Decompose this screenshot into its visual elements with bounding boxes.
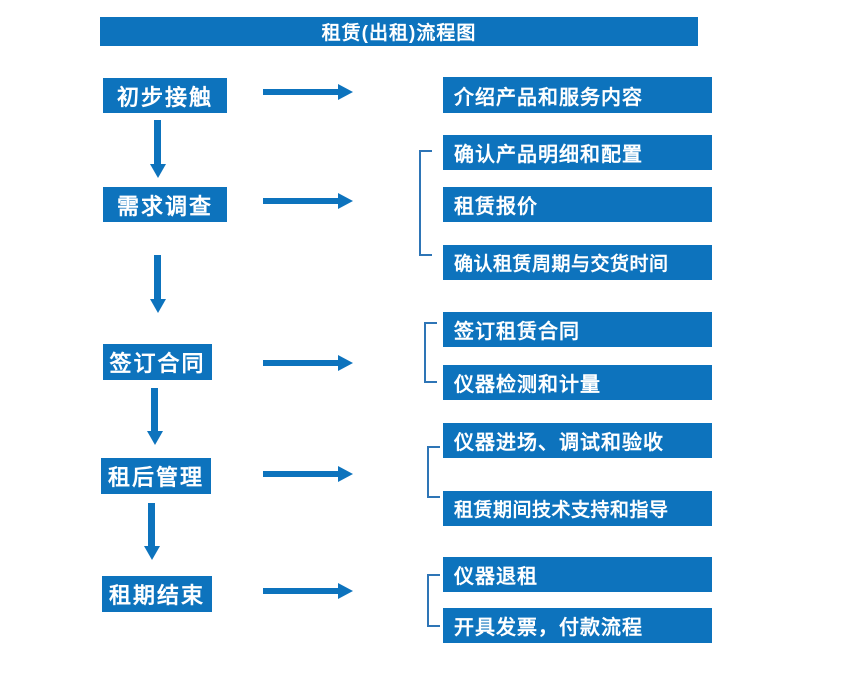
arrow-right-icon <box>263 583 353 599</box>
detail-box-invoice-payment-process: 开具发票，付款流程 <box>443 608 712 643</box>
detail-box-instrument-testing-metering: 仪器检测和计量 <box>443 365 712 400</box>
arrow-down-icon <box>150 120 166 178</box>
arrow-right-icon <box>263 466 353 482</box>
step-box-rental-end: 租期结束 <box>102 576 212 612</box>
step-box-demand-survey: 需求调查 <box>103 187 227 222</box>
arrow-down-icon <box>150 255 166 313</box>
group-bracket <box>427 446 440 498</box>
detail-box-rental-quotation: 租赁报价 <box>443 187 712 222</box>
detail-box-introduce-products-services: 介绍产品和服务内容 <box>443 77 712 113</box>
step-box-post-rental-management: 租后管理 <box>101 458 211 494</box>
detail-box-instrument-entry-debug-acceptance: 仪器进场、调试和验收 <box>443 423 712 458</box>
arrow-right-icon <box>263 355 353 371</box>
step-box-sign-contract: 签订合同 <box>103 344 212 380</box>
arrow-right-icon <box>263 84 353 100</box>
arrow-down-icon <box>147 388 163 445</box>
detail-box-technical-support-guidance: 租赁期间技术支持和指导 <box>443 491 712 526</box>
group-bracket <box>424 322 437 383</box>
arrow-right-icon <box>263 193 353 209</box>
detail-box-confirm-product-details: 确认产品明细和配置 <box>443 135 712 170</box>
flowchart-title: 租赁(出租)流程图 <box>100 17 698 46</box>
detail-box-confirm-rental-period-delivery: 确认租赁周期与交货时间 <box>443 245 712 280</box>
group-bracket <box>427 574 440 627</box>
arrow-down-icon <box>144 503 160 560</box>
detail-box-sign-rental-contract: 签订租赁合同 <box>443 312 712 347</box>
group-bracket <box>419 150 432 256</box>
detail-box-instrument-return: 仪器退租 <box>443 557 712 592</box>
step-box-initial-contact: 初步接触 <box>103 78 227 113</box>
